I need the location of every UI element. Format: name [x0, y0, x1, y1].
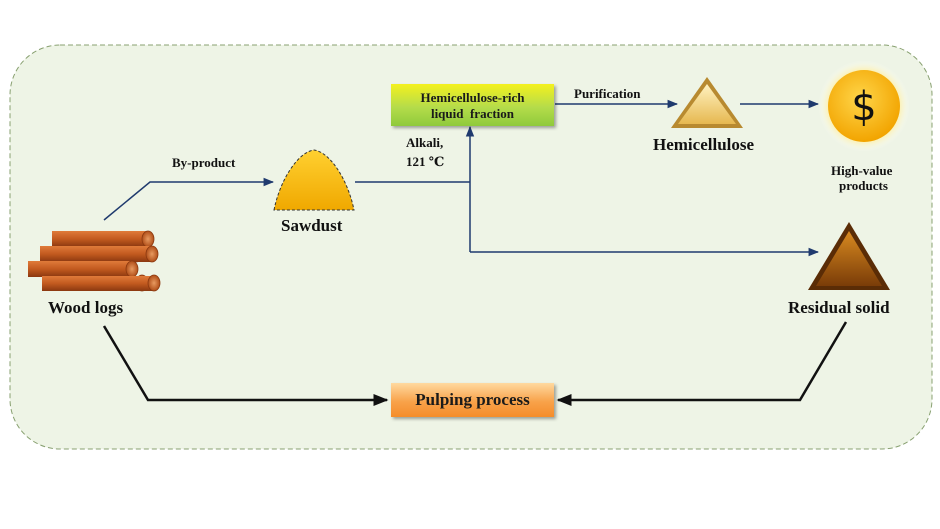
hemi-box-line2: liquid fraction: [430, 105, 515, 121]
purification-label: Purification: [574, 86, 641, 101]
hemi-box-line1: Hemicellulose-rich: [420, 89, 525, 105]
pulping-process-label: Pulping process: [415, 390, 530, 409]
alkali-label: Alkali,: [406, 135, 444, 150]
arrow-logs-to-pulping: [102, 325, 389, 406]
wood-logs-label: Wood logs: [48, 298, 124, 317]
by-product-label: By-product: [172, 155, 236, 170]
temperature-label: 121 ℃: [406, 154, 445, 169]
hemicellulose-label: Hemicellulose: [653, 135, 755, 154]
sawdust-label: Sawdust: [281, 216, 343, 235]
arrow-logs-to-sawdust: [103, 177, 275, 221]
residual-solid-label: Residual solid: [788, 298, 890, 317]
dollar-sign-icon: $: [851, 84, 877, 130]
sawdust-pile-icon: [273, 149, 355, 211]
background-panel: [9, 44, 933, 450]
arrow-residual-to-pulping: [556, 321, 848, 406]
hemicellulose-rich-fraction-box: Hemicellulose-rich liquid fraction: [391, 84, 554, 126]
coin-icon: [818, 60, 910, 152]
wood-logs-icon: [28, 230, 161, 292]
products-label: products: [839, 178, 888, 193]
high-value-label: High-value: [831, 163, 893, 178]
hemicellulose-triangle-icon: [671, 77, 743, 128]
residual-solid-triangle-icon: [808, 222, 890, 290]
pulping-process-box: Pulping process: [391, 383, 554, 417]
